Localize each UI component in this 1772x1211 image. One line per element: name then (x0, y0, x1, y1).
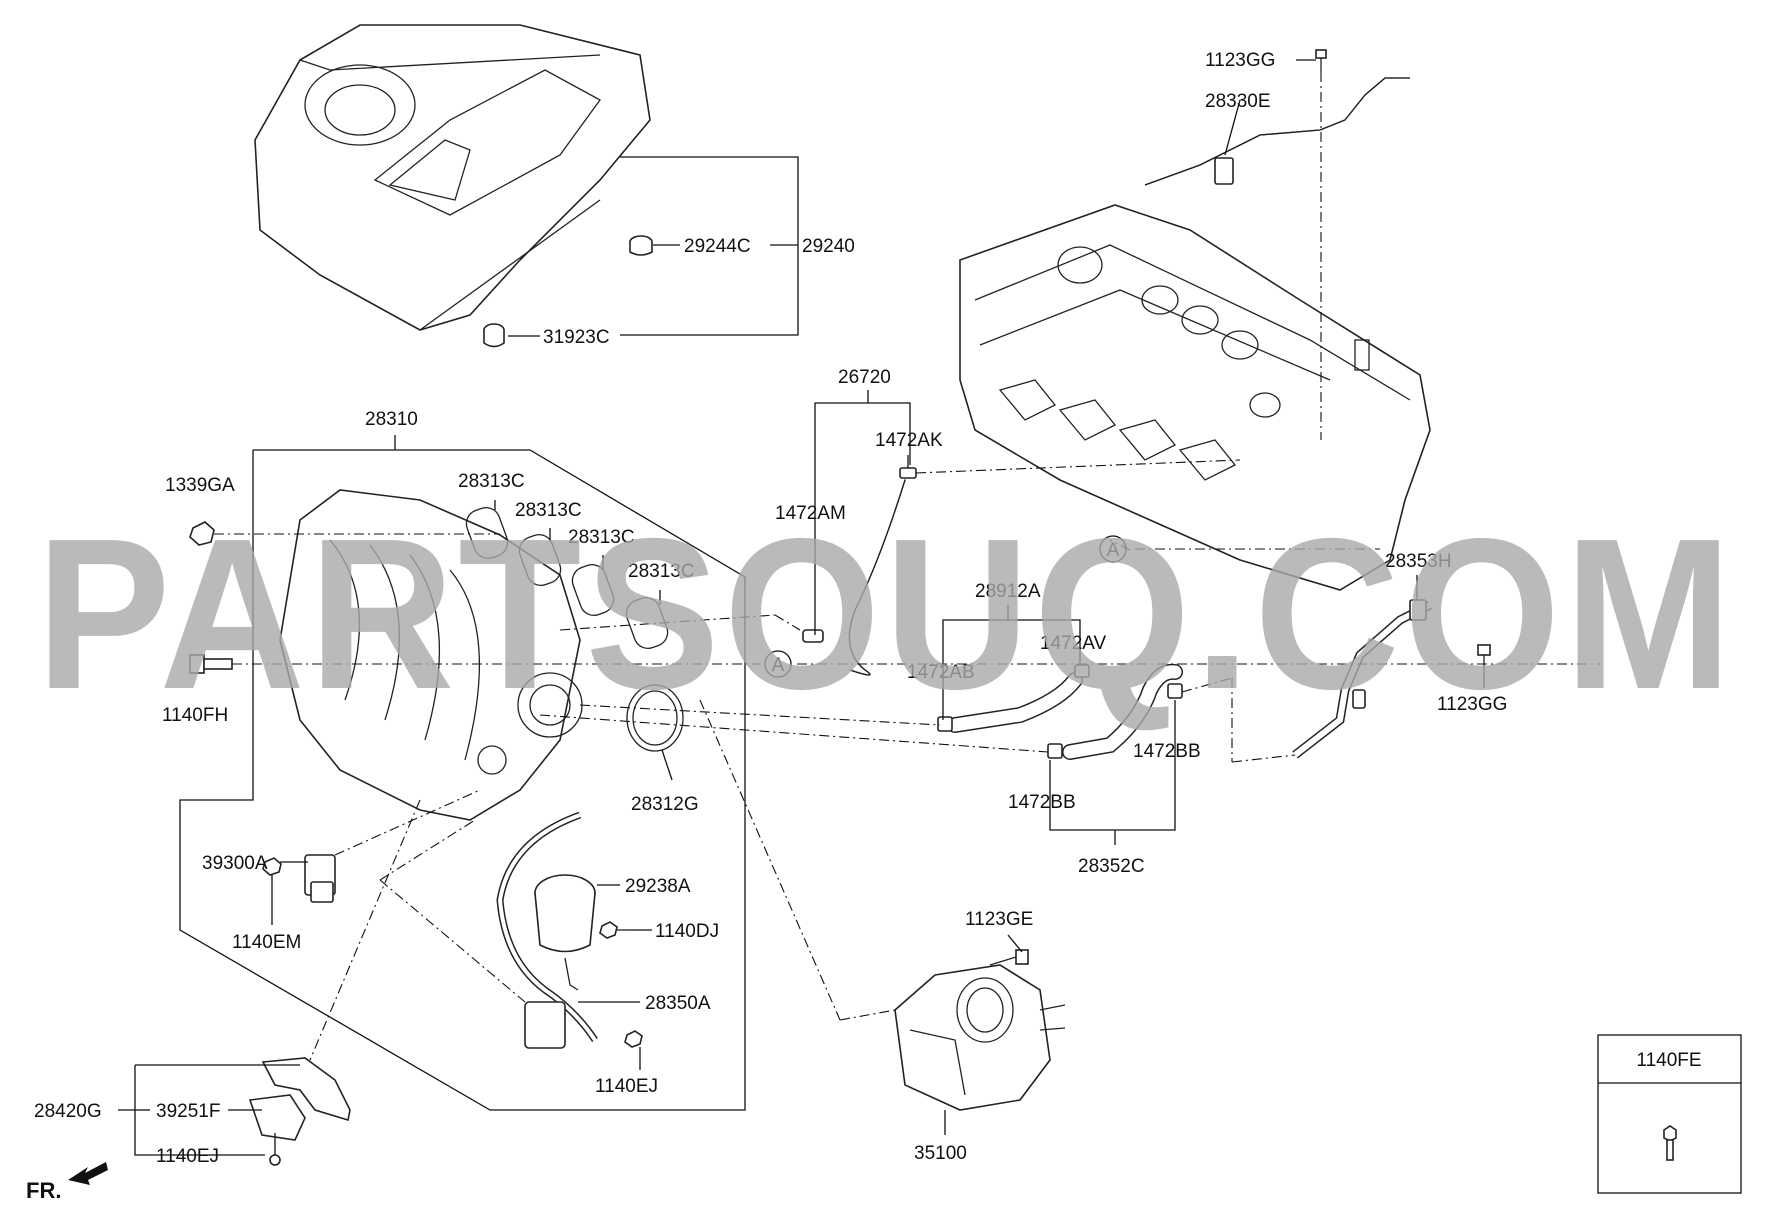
section-marker-a-left-label: A (772, 655, 785, 676)
label-28313c-1: 28313C (458, 471, 525, 492)
part-labels: 1123GG 28330E 29244C 29240 31923C 26720 … (34, 50, 1702, 1167)
sensor-39300a (304, 854, 336, 903)
label-39251f: 39251F (156, 1101, 220, 1122)
bracket-28420g (248, 1057, 351, 1141)
section-marker-a-right-label: A (1107, 540, 1120, 561)
label-39300a: 39300A (202, 853, 268, 874)
label-28353h: 28353H (1385, 551, 1452, 572)
label-1140dj: 1140DJ (655, 921, 719, 942)
label-29240: 29240 (802, 236, 855, 257)
label-28313c-3: 28313C (568, 527, 635, 548)
label-28312g: 28312G (631, 794, 699, 815)
bolt-1140ej-mid (624, 1030, 643, 1048)
intake-manifold (279, 489, 583, 821)
label-1472ak: 1472AK (875, 430, 943, 451)
grommet-31923c (483, 323, 505, 348)
label-1472ab: 1472AB (907, 662, 975, 683)
label-28912a: 28912A (975, 581, 1041, 602)
label-28310: 28310 (365, 409, 418, 430)
throttle-body (894, 964, 1066, 1111)
bolt-1140fe-icon (1663, 1125, 1677, 1161)
bolt-1123ge (989, 949, 1029, 966)
label-1472av: 1472AV (1040, 633, 1107, 654)
bolt-1140em (262, 857, 282, 876)
label-1472am: 1472AM (775, 503, 846, 524)
hose-26720 (848, 479, 906, 676)
label-1140fh: 1140FH (162, 705, 228, 726)
gasket-28312g (626, 684, 684, 752)
label-1140ej-mid: 1140EJ (595, 1076, 658, 1097)
watermark: PARTSOUQ.COM (36, 493, 1736, 734)
section-marker-a-right (1099, 535, 1127, 563)
label-28313c-2: 28313C (515, 500, 582, 521)
section-marker-a-left (764, 650, 792, 678)
label-28350a: 28350A (645, 993, 711, 1014)
label-31923c: 31923C (543, 327, 610, 348)
cylinder-head (959, 204, 1431, 591)
label-1140em: 1140EM (232, 932, 301, 953)
label-28330e: 28330E (1205, 91, 1271, 112)
label-26720: 26720 (838, 367, 891, 388)
label-1140ej-bottom: 1140EJ (156, 1146, 219, 1167)
label-28313c-4: 28313C (628, 561, 695, 582)
alignment-lines (214, 72, 1600, 1061)
hose-28912a (937, 664, 1090, 733)
nut-1339ga (189, 521, 215, 546)
label-1472bb-right: 1472BB (1133, 741, 1201, 762)
gaskets-28313c (465, 506, 669, 650)
actuator-29238a (534, 874, 596, 991)
label-35100: 35100 (914, 1143, 967, 1164)
label-28352c: 28352C (1078, 856, 1145, 877)
label-29238a: 29238A (625, 876, 691, 897)
leader-lines (118, 59, 1742, 1194)
label-1472bb-left: 1472BB (1008, 792, 1076, 813)
label-28420g: 28420G (34, 1101, 102, 1122)
label-1339ga: 1339GA (165, 475, 235, 496)
bolt-1123gg-top (1315, 49, 1327, 72)
legend-box-title: 1140FE (1636, 1050, 1701, 1071)
clamp-1472ak (899, 467, 917, 479)
clamp-1472am (802, 629, 824, 643)
plug-29244c (629, 235, 653, 256)
label-29244c: 29244C (684, 236, 751, 257)
label-1123gg-right: 1123GG (1437, 694, 1507, 715)
label-1123ge: 1123GE (965, 909, 1033, 930)
bolt-1140ej-bottom (269, 1154, 281, 1166)
bolt-1140dj (599, 921, 630, 939)
bolt-1123gg-right (1477, 644, 1491, 668)
hose-28352c (1047, 663, 1183, 760)
tube-28330e (1144, 77, 1410, 186)
pipe-28353h (1292, 599, 1433, 759)
engine-cover (254, 24, 651, 331)
label-1123gg-top: 1123GG (1205, 50, 1275, 71)
front-direction-label: FR. (26, 1178, 61, 1203)
hose-28350a (496, 811, 598, 1049)
bolt-1140fh (189, 654, 233, 674)
front-direction-arrow-icon (68, 1162, 108, 1185)
